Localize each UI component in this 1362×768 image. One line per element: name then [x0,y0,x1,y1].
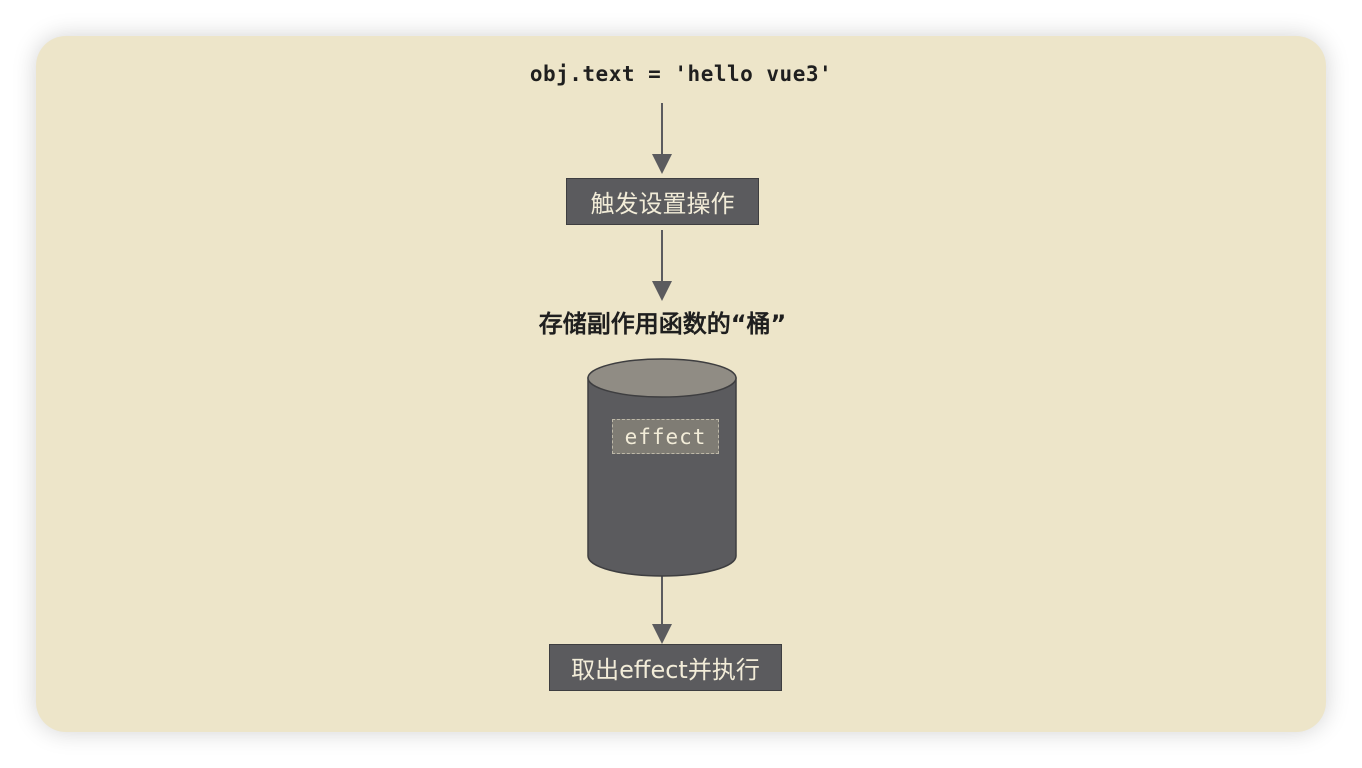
trigger-set-operation-box: 触发设置操作 [566,178,759,225]
bucket-cylinder [587,358,737,577]
bucket-caption: 存储副作用函数的“桶” [538,310,787,338]
effect-item: effect [612,419,719,454]
execute-effect-box: 取出effect并执行 [549,644,782,691]
code-statement: obj.text = 'hello vue3' [529,62,833,86]
